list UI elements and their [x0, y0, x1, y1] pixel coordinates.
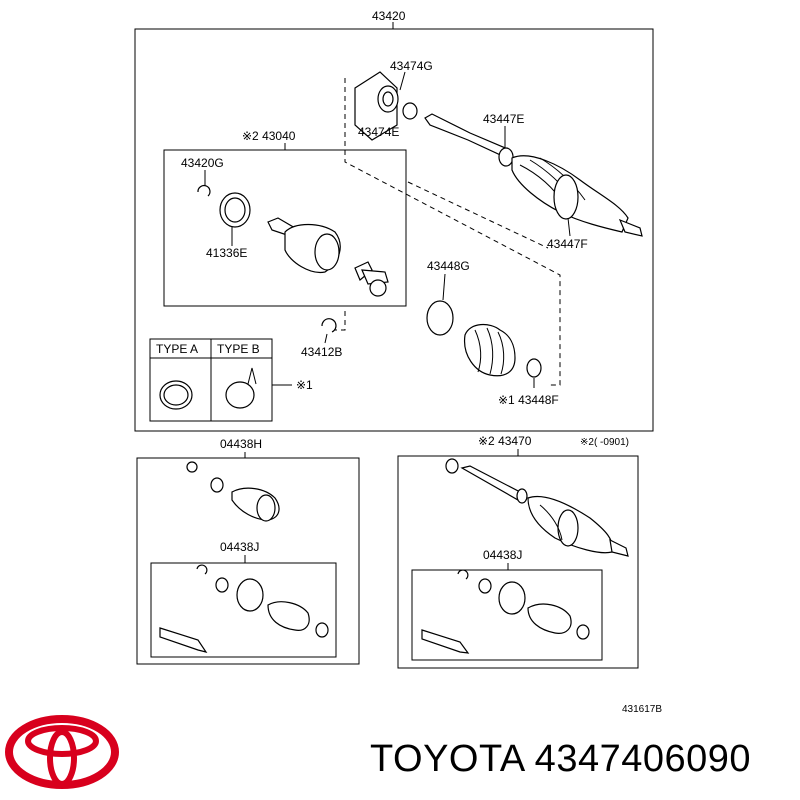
main-assembly-frame — [134, 28, 654, 432]
shaft-assembly — [445, 458, 629, 557]
tripod-joint — [267, 217, 389, 297]
label-main-assembly: 43420 — [372, 9, 406, 23]
label-clamp-g: 43448G — [427, 259, 470, 273]
label-kit-j-right: 04438J — [483, 548, 522, 562]
drive-shaft — [424, 113, 643, 237]
label-shaft-note: ※2( -0901) — [580, 437, 629, 448]
label-inner-joint-kit: ※2 43040 — [242, 129, 296, 143]
label-type-b: TYPE B — [217, 342, 260, 356]
bearing-part — [354, 71, 399, 141]
label-clamp-448f: ※1 43448F — [498, 393, 559, 407]
kit-j-right-frame — [411, 569, 603, 661]
label-clamp-e: 43447E — [483, 112, 524, 126]
label-type-a: TYPE A — [156, 342, 198, 356]
label-shaft-assy: ※2 43470 — [478, 434, 532, 448]
kit-h-frame — [136, 457, 360, 665]
label-41336e: 41336E — [206, 246, 247, 260]
label-clamp-f: 43447F — [547, 237, 588, 251]
label-bearing-top: 43474G — [390, 59, 433, 73]
label-snap-ring-b: 43412B — [301, 345, 342, 359]
label-snap-ring-g: 43420G — [181, 156, 224, 170]
label-diagram-id: 431617B — [622, 704, 662, 715]
toyota-logo-icon — [5, 715, 119, 789]
label-kit-j-left: 04438J — [220, 540, 259, 554]
label-kit-h: 04438H — [220, 437, 262, 451]
label-bearing-bottom: 43474E — [358, 125, 399, 139]
cv-boot — [463, 324, 516, 377]
label-note-1: ※1 — [296, 378, 313, 392]
brand-part-number: TOYOTA 4347406090 — [370, 738, 752, 780]
kit-j-left-frame — [150, 562, 337, 658]
